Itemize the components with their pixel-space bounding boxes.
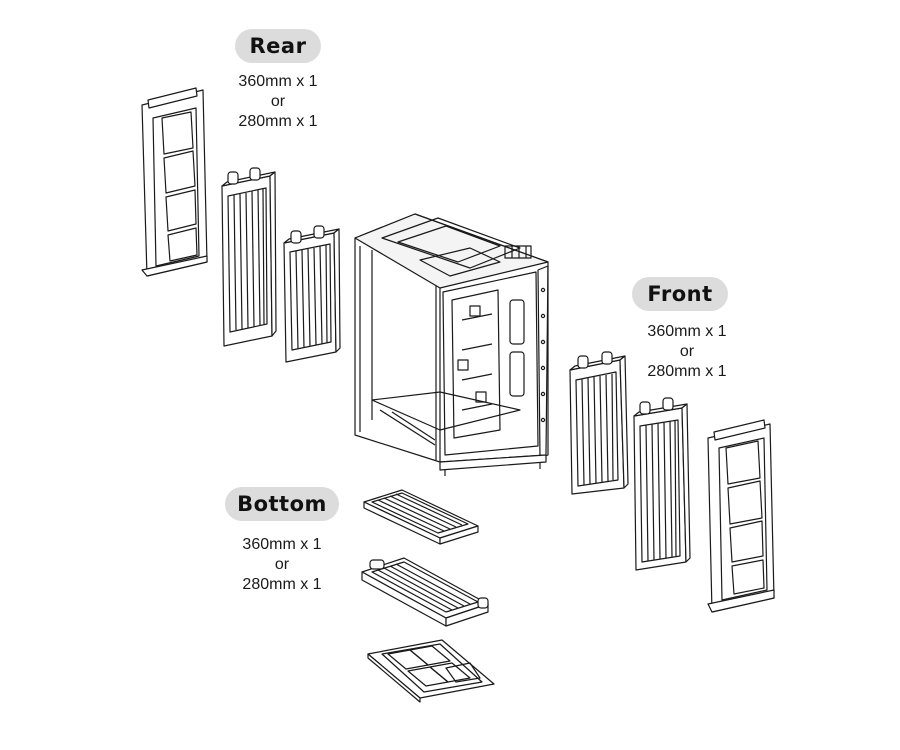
rear-spec-line-2: or	[270, 93, 286, 110]
front-mounting-bracket	[707, 419, 775, 613]
pc-case	[354, 213, 549, 476]
rear-radiator-280	[283, 225, 341, 363]
front-spec-line-2: or	[679, 343, 695, 360]
front-spec: 360mm x 1 or 280mm x 1	[617, 322, 757, 382]
bottom-spec-line-3: 280mm x 1	[242, 576, 322, 593]
front-spec-line-3: 280mm x 1	[647, 363, 727, 380]
bottom-radiator-280	[363, 489, 479, 545]
bottom-mounting-bracket	[367, 639, 495, 703]
front-label: Front	[632, 277, 728, 311]
bottom-spec-line-2: or	[274, 556, 290, 573]
rear-mounting-bracket	[141, 87, 208, 277]
front-radiator-360	[633, 397, 691, 571]
rear-spec: 360mm x 1 or 280mm x 1	[208, 72, 348, 132]
rear-radiator-360	[221, 167, 277, 347]
rear-spec-line-1: 360mm x 1	[238, 73, 318, 90]
bottom-spec: 360mm x 1 or 280mm x 1	[212, 535, 352, 595]
bottom-label: Bottom	[225, 487, 339, 521]
rear-label: Rear	[235, 29, 321, 63]
bottom-radiator-360	[361, 557, 489, 627]
front-radiator-280	[569, 351, 629, 495]
front-spec-line-1: 360mm x 1	[647, 323, 727, 340]
bottom-spec-line-1: 360mm x 1	[242, 536, 322, 553]
rear-spec-line-3: 280mm x 1	[238, 113, 318, 130]
